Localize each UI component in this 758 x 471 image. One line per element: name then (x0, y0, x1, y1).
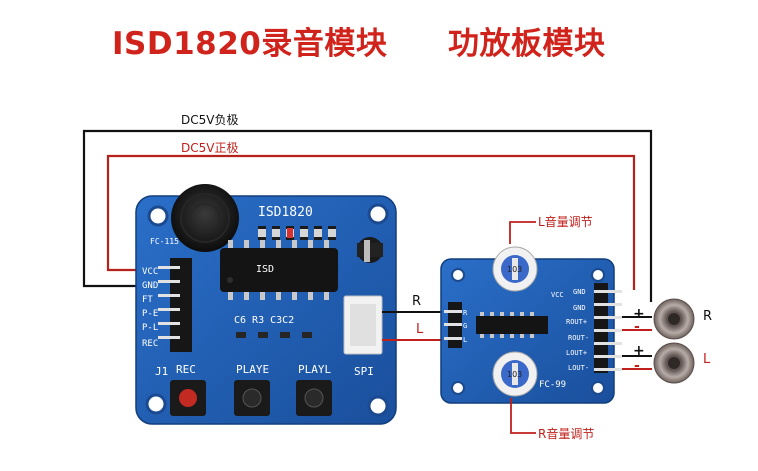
silk-isd1820: ISD1820 (258, 205, 313, 220)
polarity-r-plus: + (633, 306, 645, 322)
amp-pin-gnd1: GND (573, 288, 586, 296)
amp-pin-vcc: VCC (551, 291, 564, 299)
label-left-volume: L音量调节 (538, 215, 593, 229)
speaker-left (653, 342, 695, 384)
amp-pin-lout-minus: LOUT- (568, 364, 589, 372)
speaker-right (653, 298, 695, 340)
label-right-volume: R音量调节 (538, 427, 595, 441)
polarity-l-plus: + (633, 343, 645, 359)
silk-model: FC-115 (150, 237, 179, 246)
polarity-l-minus: - (634, 358, 640, 374)
amplifier-board: GND VCC GND ROUT+ ROUT- LOUT+ LOUT- R G … (440, 246, 622, 404)
amp-pin-rout-minus: ROUT- (568, 334, 589, 342)
pin-rec: REC (142, 339, 158, 349)
pin-ft: FT (142, 295, 153, 305)
playe-button (234, 380, 270, 416)
pot-mark-right: 103 (507, 370, 522, 379)
pin-vcc: VCC (142, 267, 158, 277)
isd1820-board: ISD1820 FC-115 ISD VCC GND FT P-E P-L RE… (135, 184, 397, 425)
silk-spi: SPI (354, 365, 374, 378)
amp-pin-rout-plus: ROUT+ (566, 318, 587, 326)
silk-j1: J1 (155, 365, 168, 378)
wire-dc-positive (106, 154, 636, 290)
playl-button (296, 380, 332, 416)
silk-rec: REC (176, 363, 196, 376)
amp-in-r: R (463, 309, 468, 317)
amp-model: FC-99 (539, 380, 566, 390)
rec-button (170, 380, 206, 416)
leader-left-volume (509, 221, 536, 244)
pot-mark-left: 103 (507, 265, 522, 274)
silk-playe: PLAYE (236, 363, 269, 376)
pin-pe: P-E (142, 309, 158, 319)
pot-left-volume (492, 246, 538, 292)
title-amplifier: 功放板模块 (448, 26, 606, 62)
amp-pin-lout-plus: LOUT+ (566, 349, 587, 357)
amp-pin-gnd2: GND (573, 304, 586, 312)
label-dc-positive: DC5V正极 (181, 141, 239, 155)
wire-dc-negative (82, 129, 653, 302)
pin-gnd: GND (142, 281, 158, 291)
label-speaker-left: L (703, 352, 711, 367)
title-isd1820: ISD1820录音模块 (112, 26, 388, 62)
pot-right-volume (492, 351, 538, 397)
amp-in-l: L (463, 336, 467, 344)
silk-playl: PLAYL (298, 363, 331, 376)
leader-right-volume (510, 398, 536, 434)
label-l-channel: L (416, 322, 424, 337)
isd-chip (220, 240, 338, 300)
silk-parts: C6 R3 C3C2 (234, 315, 294, 326)
label-speaker-right: R (703, 309, 713, 324)
polarity-r-minus: - (634, 319, 640, 335)
silk-chip-mark: ISD (256, 264, 274, 275)
label-r-channel: R (412, 294, 422, 309)
amp-in-g: G (463, 322, 467, 330)
label-dc-negative: DC5V负极 (181, 113, 239, 127)
pin-pl: P-L (142, 323, 158, 333)
isd-pin-header (158, 258, 192, 352)
